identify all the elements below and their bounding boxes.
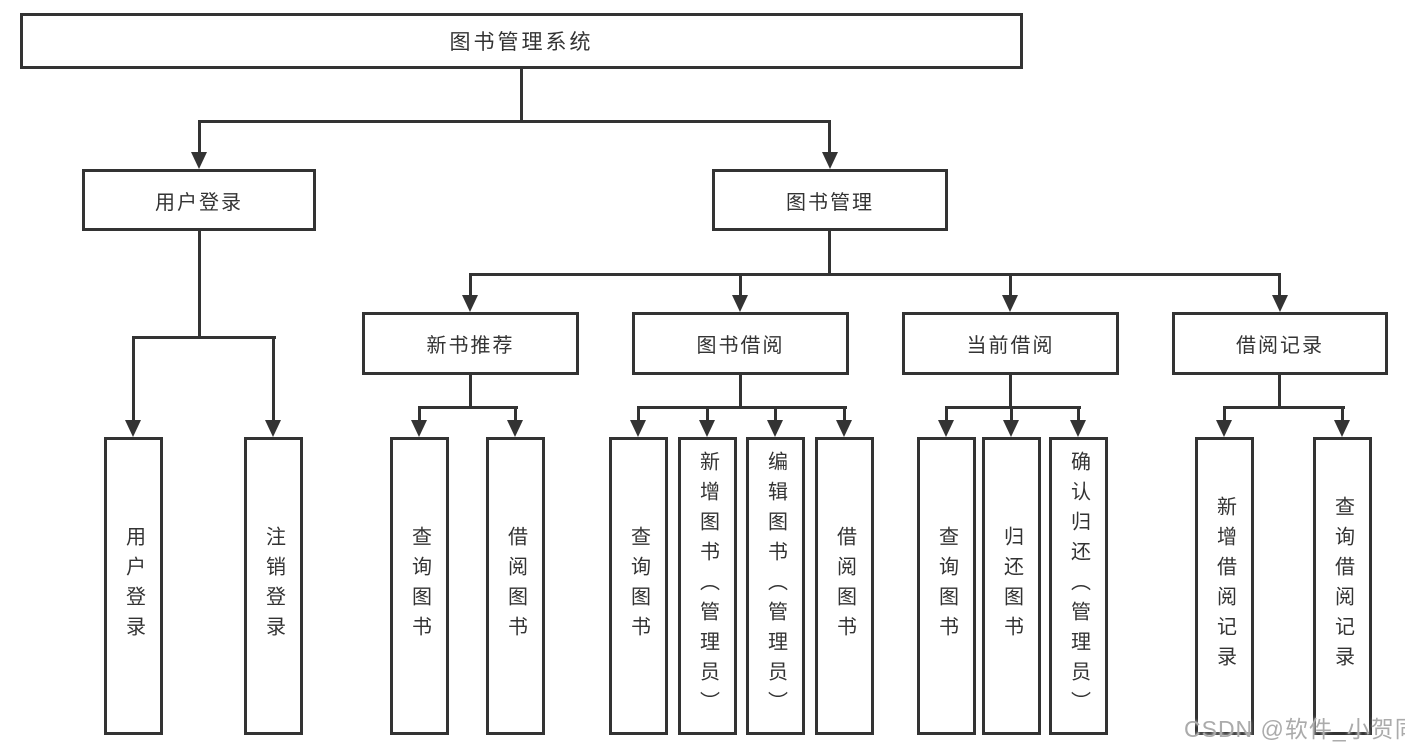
node-book-borrowing: 图书借阅 xyxy=(632,312,849,375)
leaf-label: 借阅图书 xyxy=(504,526,527,646)
leaf-add-books-admin: 新增图书（管理员） xyxy=(678,437,737,735)
connector-line xyxy=(469,373,472,409)
leaf-label: 确认归还（管理员） xyxy=(1067,451,1090,721)
connector-line xyxy=(739,273,742,297)
connector-line xyxy=(945,406,1081,409)
arrow-down-icon xyxy=(938,420,954,437)
connector-line xyxy=(514,406,517,422)
watermark: CSDN @软件_小贺同学 xyxy=(1184,716,1405,742)
connector-line xyxy=(945,406,948,422)
connector-line xyxy=(828,120,831,154)
connector-line xyxy=(637,406,847,409)
node-book-management: 图书管理 xyxy=(712,169,948,231)
connector-line xyxy=(132,336,135,422)
connector-line xyxy=(418,406,421,422)
node-library-system: 图书管理系统 xyxy=(20,13,1023,69)
arrow-down-icon xyxy=(411,420,427,437)
connector-line xyxy=(520,66,523,122)
arrow-down-icon xyxy=(1334,420,1350,437)
leaf-add-borrow-record: 新增借阅记录 xyxy=(1195,437,1254,735)
connector-line xyxy=(418,406,518,409)
connector-line xyxy=(1223,406,1345,409)
connector-line xyxy=(843,406,846,422)
leaf-return-books: 归还图书 xyxy=(982,437,1041,735)
leaf-label: 归还图书 xyxy=(1000,526,1023,646)
arrow-down-icon xyxy=(1070,420,1086,437)
arrow-down-icon xyxy=(265,420,281,437)
leaf-label: 用户登录 xyxy=(122,526,145,646)
node-user-login: 用户登录 xyxy=(82,169,316,231)
leaf-label: 查询图书 xyxy=(935,526,958,646)
connector-line xyxy=(739,373,742,409)
connector-line xyxy=(198,120,201,154)
arrow-down-icon xyxy=(1216,420,1232,437)
arrow-down-icon xyxy=(125,420,141,437)
leaf-query-books-borrowing: 查询图书 xyxy=(609,437,668,735)
connector-line xyxy=(637,406,640,422)
arrow-down-icon xyxy=(699,420,715,437)
leaf-label: 新增图书（管理员） xyxy=(696,451,719,721)
connector-line xyxy=(1278,273,1281,297)
arrow-down-icon xyxy=(191,152,207,169)
connector-line xyxy=(1223,406,1226,422)
leaf-borrow-books-borrowing: 借阅图书 xyxy=(815,437,874,735)
leaf-label: 查询图书 xyxy=(408,526,431,646)
arrow-down-icon xyxy=(836,420,852,437)
leaf-query-books-recommend: 查询图书 xyxy=(390,437,449,735)
node-current-borrowing: 当前借阅 xyxy=(902,312,1119,375)
connector-line xyxy=(272,336,275,422)
connector-line xyxy=(828,229,831,276)
leaf-logout-login: 注销登录 xyxy=(244,437,303,735)
arrow-down-icon xyxy=(630,420,646,437)
connector-line xyxy=(1278,373,1281,409)
connector-line xyxy=(469,273,1281,276)
leaf-label: 编辑图书（管理员） xyxy=(764,451,787,721)
arrow-down-icon xyxy=(462,295,478,312)
leaf-label: 注销登录 xyxy=(262,526,285,646)
leaf-query-books-current: 查询图书 xyxy=(917,437,976,735)
node-borrowing-records: 借阅记录 xyxy=(1172,312,1388,375)
leaf-edit-books-admin: 编辑图书（管理员） xyxy=(746,437,805,735)
connector-line xyxy=(132,336,276,339)
leaf-label: 新增借阅记录 xyxy=(1213,496,1236,676)
connector-line xyxy=(1010,406,1013,422)
arrow-down-icon xyxy=(1003,420,1019,437)
connector-line xyxy=(1341,406,1344,422)
leaf-user-login: 用户登录 xyxy=(104,437,163,735)
leaf-label: 查询借阅记录 xyxy=(1331,496,1354,676)
connector-line xyxy=(774,406,777,422)
connector-line xyxy=(1077,406,1080,422)
connector-line xyxy=(1009,373,1012,409)
arrow-down-icon xyxy=(767,420,783,437)
arrow-down-icon xyxy=(732,295,748,312)
connector-line xyxy=(1009,273,1012,297)
connector-line xyxy=(198,120,831,123)
leaf-label: 查询图书 xyxy=(627,526,650,646)
connector-line xyxy=(469,273,472,297)
connector-line xyxy=(198,229,201,339)
arrow-down-icon xyxy=(1272,295,1288,312)
leaf-label: 借阅图书 xyxy=(833,526,856,646)
leaf-query-borrow-record: 查询借阅记录 xyxy=(1313,437,1372,735)
node-new-book-recommendation: 新书推荐 xyxy=(362,312,579,375)
leaf-confirm-return-admin: 确认归还（管理员） xyxy=(1049,437,1108,735)
arrow-down-icon xyxy=(1002,295,1018,312)
leaf-borrow-books-recommend: 借阅图书 xyxy=(486,437,545,735)
connector-line xyxy=(706,406,709,422)
arrow-down-icon xyxy=(507,420,523,437)
arrow-down-icon xyxy=(822,152,838,169)
